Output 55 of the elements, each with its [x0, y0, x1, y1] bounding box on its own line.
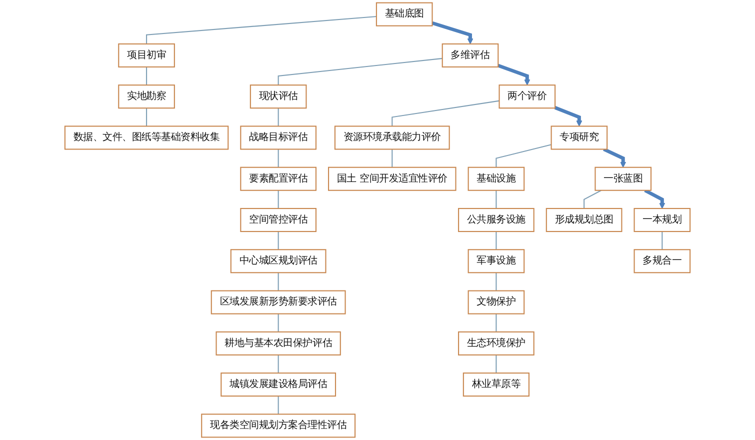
- node-box: 实地勘察: [118, 84, 175, 109]
- node-box: 公共服务设施: [458, 208, 534, 232]
- node-box: 文物保护: [468, 290, 525, 314]
- node-box: 资源环境承载能力评价: [334, 126, 450, 150]
- node-box: 生态环境保护: [458, 331, 534, 356]
- node-box: 林业草原等: [462, 372, 530, 397]
- connector: [496, 190, 497, 208]
- node-box: 耕地与基本农田保护评估: [216, 331, 341, 356]
- node-box: 专项研究: [550, 126, 608, 150]
- node-box: 军事设施: [468, 249, 525, 274]
- connector: [584, 190, 602, 208]
- node-box: 现各类空间规划方案合理性评估: [201, 414, 356, 438]
- arrow: [603, 148, 626, 168]
- connector: [278, 314, 279, 332]
- arrow: [498, 64, 530, 86]
- connector: [392, 149, 393, 168]
- node-box: 空间管控评估: [240, 208, 316, 232]
- arrow: [644, 188, 666, 209]
- connector: [278, 354, 279, 374]
- connector: [278, 190, 279, 208]
- node-box: 区域发展新形势新要求评估: [210, 290, 346, 314]
- node-box: 形成规划总图: [546, 208, 622, 232]
- node-box: 要素配置评估: [240, 166, 316, 191]
- connector: [278, 272, 279, 291]
- arrow: [554, 106, 582, 126]
- connector: [278, 396, 279, 414]
- node-box: 项目初审: [118, 43, 175, 68]
- connector: [278, 149, 279, 168]
- node-box: 现状评估: [250, 84, 307, 109]
- connector: [496, 354, 497, 374]
- connector: [278, 108, 279, 126]
- connector: [496, 232, 497, 250]
- connector: [146, 66, 148, 86]
- node-box: 中心城区规划评估: [230, 249, 326, 274]
- node-box: 国土 空间开发适宜性评价: [328, 166, 456, 191]
- connector: [496, 314, 497, 332]
- node-box: 一张蓝图: [594, 166, 652, 191]
- connector: [496, 144, 552, 168]
- connector: [278, 58, 442, 86]
- connector: [278, 232, 279, 250]
- connector: [662, 232, 663, 250]
- node-box: 数据、文件、图纸等基础资料收集: [64, 126, 229, 150]
- connector: [146, 108, 148, 126]
- connector: [496, 272, 497, 291]
- node-box: 城镇发展建设格局评估: [220, 372, 336, 397]
- node-box: 多规合一: [634, 249, 691, 274]
- node-box: 战略目标评估: [240, 126, 316, 150]
- node-box: 基础设施: [468, 166, 525, 191]
- connector: [392, 100, 500, 126]
- node-box: 多维评估: [442, 43, 499, 68]
- node-box: 两个评价: [498, 84, 556, 109]
- arrow: [432, 21, 474, 44]
- connector: [146, 16, 376, 44]
- node-box: 基础底图: [376, 2, 433, 26]
- node-box: 一本规划: [634, 208, 691, 232]
